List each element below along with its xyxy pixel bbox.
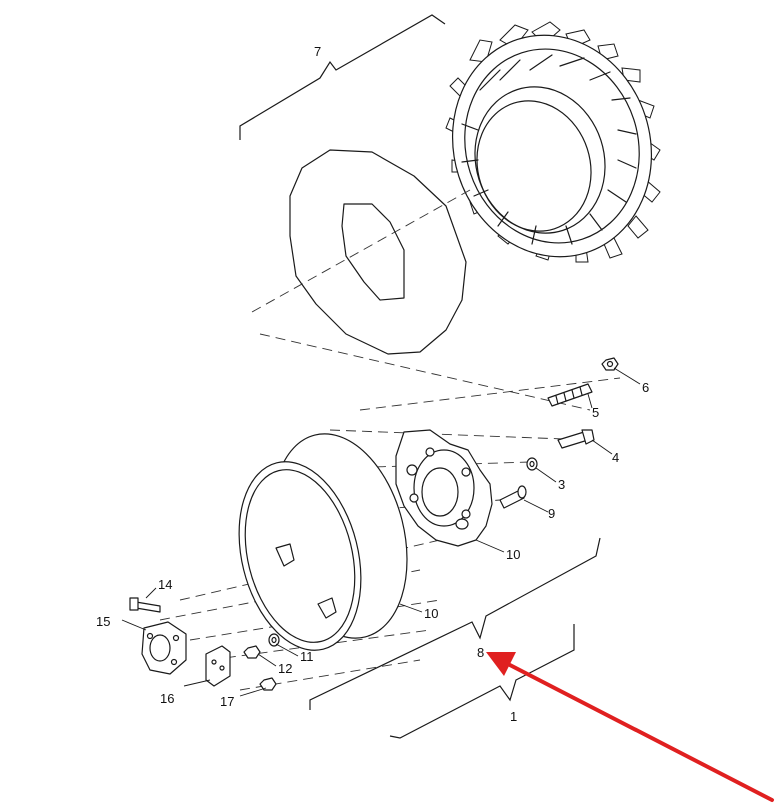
- callout-6: 6: [642, 380, 649, 395]
- clamp-16: [205, 645, 231, 687]
- callout-1: 1: [510, 709, 517, 724]
- callout-15: 15: [96, 614, 110, 629]
- callout-10-hub: 10: [506, 547, 520, 562]
- callout-11: 11: [300, 649, 314, 664]
- nut-11: [268, 633, 280, 647]
- callout-17: 17: [220, 694, 234, 709]
- callout-3: 3: [558, 477, 565, 492]
- bolt-4: [557, 429, 595, 449]
- tyre: [445, 21, 661, 263]
- callout-12: 12: [278, 661, 292, 676]
- wheel-disc-plate: [289, 149, 467, 355]
- hub-flange-15: [141, 621, 187, 675]
- callout-8: 8: [477, 645, 484, 660]
- nut-12: [243, 645, 261, 659]
- bolt-9: [499, 485, 527, 509]
- bracket-1: [389, 624, 575, 739]
- washer-3: [526, 457, 538, 471]
- wheel-rim: [238, 433, 408, 651]
- red-arrow-icon: [486, 652, 774, 802]
- callout-14: 14: [158, 577, 172, 592]
- callout-16: 16: [160, 691, 174, 706]
- callout-10-rim: 10: [424, 606, 438, 621]
- callout-5: 5: [592, 405, 599, 420]
- callout-4: 4: [612, 450, 619, 465]
- callout-7: 7: [314, 44, 321, 59]
- bracket-8: [309, 537, 601, 710]
- stud-5: [547, 383, 593, 407]
- nut-17: [259, 677, 277, 691]
- bracket-7: [239, 14, 446, 140]
- leader-lines: [121, 367, 641, 697]
- centre-hub-plate: [395, 429, 493, 547]
- nut-6: [601, 357, 619, 371]
- callout-9: 9: [548, 506, 555, 521]
- bolt-14: [129, 597, 161, 613]
